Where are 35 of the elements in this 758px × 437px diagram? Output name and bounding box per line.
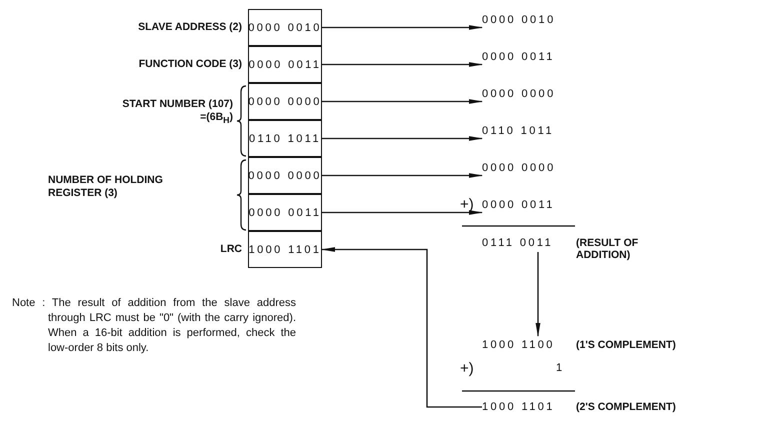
- binary-value: 0000 0011: [482, 48, 572, 66]
- binary-value: 0000 0000: [482, 85, 572, 103]
- plus-sign: +): [460, 362, 474, 375]
- field-label: START NUMBER (107) =(6B$_{H}$): [121, 98, 233, 128]
- arrow: [322, 25, 483, 30]
- register-cell: 1000 1101: [248, 231, 322, 268]
- binary-value: 1000 1101: [482, 398, 572, 416]
- register-cell: 0110 1011: [248, 120, 322, 157]
- field-label: NUMBER OF HOLDING REGISTER (3): [48, 174, 164, 200]
- binary-value: 1000 1100: [482, 336, 572, 354]
- arrow: [322, 173, 483, 178]
- field-label: (1'S COMPLEMENT): [576, 339, 677, 351]
- field-label: LRC: [220, 242, 242, 254]
- binary-value: 0000 0000: [482, 159, 572, 177]
- arrow: [322, 136, 483, 141]
- binary-value: 0110 1011: [482, 122, 572, 140]
- binary-value: 0000 0010: [482, 11, 572, 29]
- field-label: SLAVE ADDRESS (2): [138, 20, 242, 32]
- field-label: FUNCTION CODE (3): [138, 58, 242, 70]
- arrow: [322, 210, 483, 215]
- arrow: [322, 99, 483, 104]
- arrow: [321, 247, 482, 408]
- register-cell: 0000 0000: [248, 83, 322, 120]
- register-cell: 0000 0011: [248, 46, 322, 83]
- arrow: [536, 252, 540, 337]
- digit: 1: [556, 362, 562, 375]
- binary-value: 0111 0011: [482, 234, 572, 252]
- register-cell: 0000 0011: [248, 194, 322, 231]
- field-label: (2'S COMPLEMENT): [576, 401, 677, 413]
- binary-value: 0000 0011: [482, 196, 572, 214]
- note: Note : The result of addition from the slave address through LRC must be "0" (with the carry ignored). When a 16-bit addition is performed, check the low-order 8 bits only.: [12, 296, 296, 356]
- register-cell: 0000 0010: [248, 9, 322, 46]
- field-label: (RESULT OF ADDITION): [576, 237, 640, 261]
- register-cell: 0000 0000: [248, 157, 322, 194]
- arrow: [322, 62, 483, 67]
